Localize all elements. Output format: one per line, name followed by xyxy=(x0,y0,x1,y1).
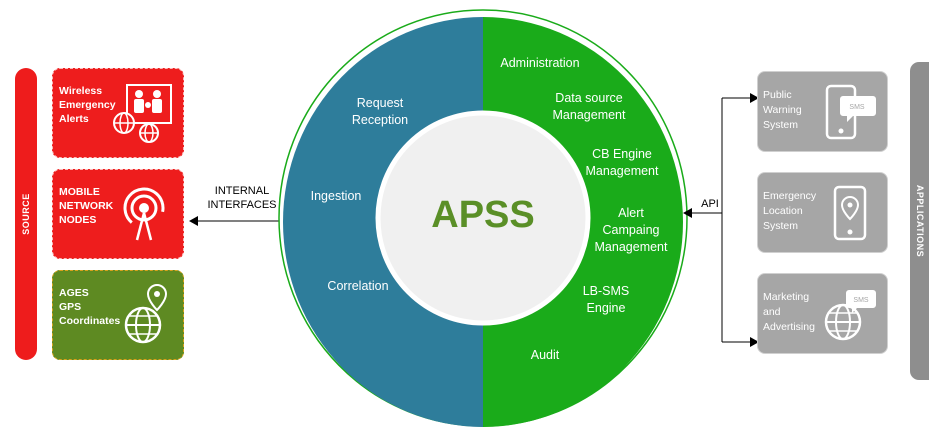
app-emergency-location-system[interactable]: Emergency Location System xyxy=(757,172,888,253)
internal-interfaces-label: INTERNAL INTERFACES xyxy=(198,184,286,212)
segment-label-line: Administration xyxy=(500,56,580,70)
location-globe-icon xyxy=(124,283,168,344)
segment-label-line: Correlation xyxy=(327,279,389,293)
app-label-line: Location xyxy=(763,205,803,217)
app-label-line: Marketing xyxy=(763,291,810,303)
source-item-label-line: Emergency xyxy=(59,99,116,111)
segment-label-line: Management xyxy=(552,108,626,122)
app-label-line: and xyxy=(763,306,781,318)
phone-sms-icon: SMS xyxy=(825,84,876,140)
globe-sms-icon: SMS xyxy=(824,290,876,341)
segment-label-line: CB Engine xyxy=(592,147,652,161)
segment-label-line: Alert xyxy=(618,206,644,220)
source-item-ages-gps-coordinates[interactable]: AGES GPS Coordinates xyxy=(52,270,184,360)
sms-badge-text: SMS xyxy=(853,297,869,304)
segment-lb-sms-engine[interactable]: LB-SMS Engine xyxy=(566,283,646,317)
segment-audit[interactable]: Audit xyxy=(505,347,585,364)
app-label-line: System xyxy=(763,220,799,232)
api-label: API xyxy=(701,198,719,210)
people-globe-icon xyxy=(113,84,172,143)
apss-core xyxy=(375,110,591,326)
segment-label-line: Request xyxy=(356,96,404,110)
sms-badge-text: SMS xyxy=(849,104,865,111)
applications-bar: APPLICATIONS xyxy=(910,62,929,380)
internal-interfaces-line2: INTERFACES xyxy=(207,199,277,211)
segment-label-line: Management xyxy=(585,164,659,178)
source-bar: SOURCE xyxy=(15,68,37,360)
source-item-label-line: AGES xyxy=(59,287,89,299)
source-item-label-line: MOBILE xyxy=(59,186,100,198)
apss-circle xyxy=(278,9,688,427)
segment-label-line: Management xyxy=(594,240,668,254)
segment-label-line: Campaing xyxy=(602,223,660,237)
app-label-line: Advertising xyxy=(763,321,815,333)
segment-request-reception[interactable]: Request Reception xyxy=(340,95,420,129)
internal-interfaces-line1: INTERNAL xyxy=(214,185,270,197)
app-label-line: Warning xyxy=(763,104,802,116)
segment-label-line: Engine xyxy=(586,301,626,315)
segment-label-line: Reception xyxy=(351,113,409,127)
segment-ingestion[interactable]: Ingestion xyxy=(296,188,376,205)
segment-data-source-management[interactable]: Data source Management xyxy=(545,90,633,124)
segment-cb-engine-management[interactable]: CB Engine Management xyxy=(578,146,666,180)
segment-administration[interactable]: Administration xyxy=(490,55,590,72)
source-item-label-line: NODES xyxy=(59,214,97,226)
source-item-label-line: NETWORK xyxy=(59,200,114,212)
segment-alert-campaing-management[interactable]: Alert Campaing Management xyxy=(588,205,674,256)
api-connector xyxy=(683,93,759,347)
app-public-warning-system[interactable]: Public Warning System SMS xyxy=(757,71,888,152)
segment-correlation[interactable]: Correlation xyxy=(318,278,398,295)
broadcast-tower-icon xyxy=(123,187,165,241)
app-label-line: System xyxy=(763,119,799,131)
source-item-label-line: GPS xyxy=(59,301,82,313)
phone-location-icon xyxy=(833,185,867,241)
source-item-wireless-emergency-alerts[interactable]: Wireless Emergency Alerts xyxy=(52,68,184,158)
segment-label-line: LB-SMS xyxy=(582,284,630,298)
apss-title: APSS xyxy=(431,194,535,236)
source-item-label-line: Wireless xyxy=(59,85,103,97)
app-label-line: Emergency xyxy=(763,190,817,202)
applications-bar-label: APPLICATIONS xyxy=(914,184,925,258)
segment-label-line: Data source xyxy=(555,91,623,105)
source-item-label-line: Alerts xyxy=(59,113,89,125)
app-label-line: Public xyxy=(763,89,792,101)
source-bar-label: SOURCE xyxy=(21,193,31,235)
source-item-label-line: Coordinates xyxy=(59,315,121,327)
segment-label-line: Ingestion xyxy=(310,189,362,203)
source-item-mobile-network-nodes[interactable]: MOBILE NETWORK NODES xyxy=(52,169,184,259)
segment-label-line: Audit xyxy=(530,348,560,362)
app-marketing-and-advertising[interactable]: Marketing and Advertising SMS xyxy=(757,273,888,354)
